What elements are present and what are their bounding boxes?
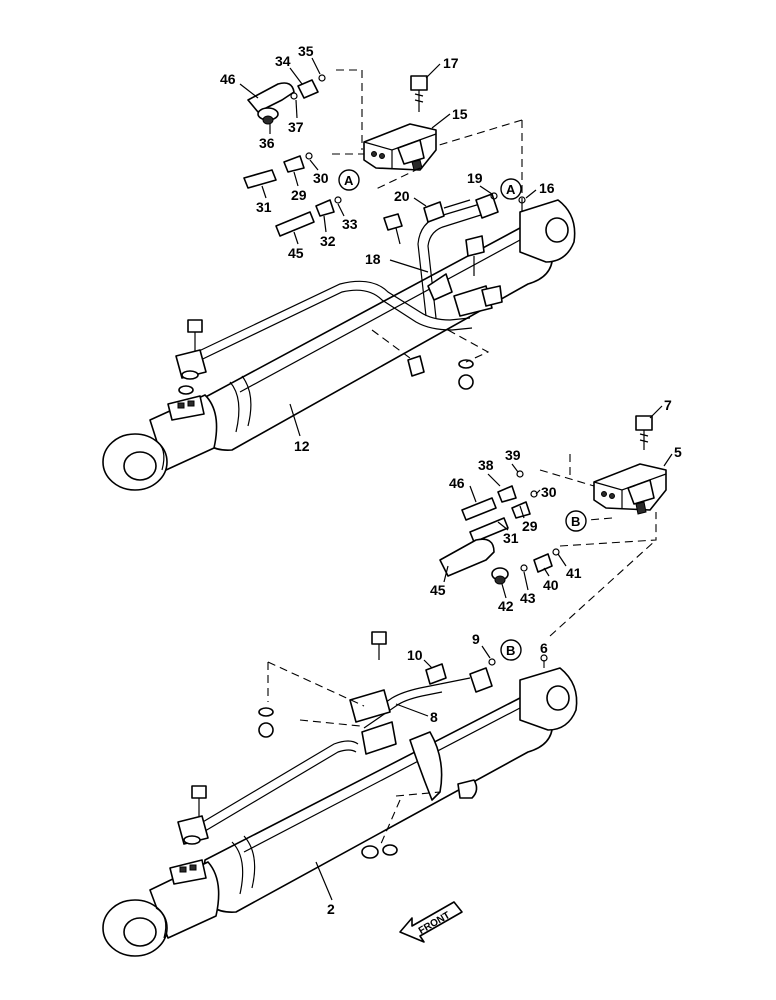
label-lower-9: 9	[472, 631, 480, 647]
callout-a-left: A	[338, 169, 360, 191]
svg-text:A: A	[344, 173, 354, 188]
label-upper-45: 45	[288, 245, 304, 261]
label-upper-36: 36	[259, 135, 275, 151]
label-upper-37: 37	[288, 119, 304, 135]
label-lower-40: 40	[543, 577, 559, 593]
upper-leader-lines	[332, 69, 523, 363]
lower-top-bolt	[371, 631, 387, 660]
upper-pipe-18	[179, 193, 503, 369]
valve-block-5	[593, 463, 667, 515]
front-arrow: FRONT	[399, 901, 463, 943]
label-lower-38: 38	[478, 457, 494, 473]
label-lower-42: 42	[498, 598, 514, 614]
label-upper-33: 33	[342, 216, 358, 232]
label-lower-45: 45	[430, 582, 446, 598]
valve-block-15	[363, 123, 437, 171]
upper-clamp-bolt	[175, 319, 207, 380]
label-lower-39: 39	[505, 447, 521, 463]
oring-6	[540, 654, 548, 662]
label-upper-19: 19	[467, 170, 483, 186]
upper-nuts	[178, 355, 474, 395]
label-upper-18: 18	[365, 251, 381, 267]
svg-text:B: B	[506, 643, 515, 658]
lower-fittings	[461, 470, 538, 543]
label-upper-16: 16	[539, 180, 555, 196]
oring-16	[518, 196, 526, 204]
fitting-34	[290, 79, 319, 100]
svg-text:A: A	[506, 182, 516, 197]
upper-cylinder-body	[102, 199, 576, 491]
label-lower-5: 5	[674, 444, 682, 460]
label-upper-29: 29	[291, 187, 307, 203]
callout-a-right: A	[500, 178, 522, 200]
oring-35	[318, 74, 326, 82]
oring-19	[490, 192, 498, 200]
callout-b-lower: B	[500, 639, 522, 661]
label-leaders	[239, 57, 673, 901]
label-upper-12: 12	[294, 438, 310, 454]
lower-cylinder-assembly	[102, 415, 667, 957]
label-lower-7: 7	[664, 397, 672, 413]
label-lower-46: 46	[449, 475, 465, 491]
label-upper-35: 35	[298, 43, 314, 59]
oring-9	[488, 658, 496, 666]
label-lower-29: 29	[522, 518, 538, 534]
label-lower-41: 41	[566, 565, 582, 581]
bolt-17	[410, 75, 428, 112]
label-upper-20: 20	[394, 188, 410, 204]
upper-fittings-row-2	[275, 196, 342, 237]
lower-hose-45	[439, 538, 560, 585]
label-upper-15: 15	[452, 106, 468, 122]
lower-nuts	[258, 707, 478, 859]
lower-pipe-8	[195, 667, 493, 835]
lower-clamp-bolt	[177, 785, 209, 845]
label-upper-31: 31	[256, 199, 272, 215]
label-lower-30: 30	[541, 484, 557, 500]
upper-cylinder-assembly	[102, 69, 576, 491]
label-lower-43: 43	[520, 590, 536, 606]
bolt-20	[423, 199, 471, 223]
lower-leader-lines	[267, 454, 657, 847]
label-lower-8: 8	[430, 709, 438, 725]
callout-b-upper: B	[565, 510, 587, 532]
upper-hose-46	[247, 82, 295, 125]
label-lower-31: 31	[503, 530, 519, 546]
label-lower-10: 10	[407, 647, 423, 663]
pipe-clamp-bolt	[383, 213, 485, 276]
label-lower-2: 2	[327, 901, 335, 917]
label-upper-34: 34	[275, 53, 291, 69]
upper-fittings-row-1	[243, 152, 313, 189]
label-upper-46: 46	[220, 71, 236, 87]
bolt-10	[425, 663, 447, 685]
svg-text:B: B	[571, 514, 580, 529]
label-upper-30: 30	[313, 170, 329, 186]
label-upper-32: 32	[320, 233, 336, 249]
lower-cylinder-body	[102, 667, 578, 957]
bolt-7	[635, 415, 653, 450]
label-upper-17: 17	[443, 55, 459, 71]
label-lower-6: 6	[540, 640, 548, 656]
